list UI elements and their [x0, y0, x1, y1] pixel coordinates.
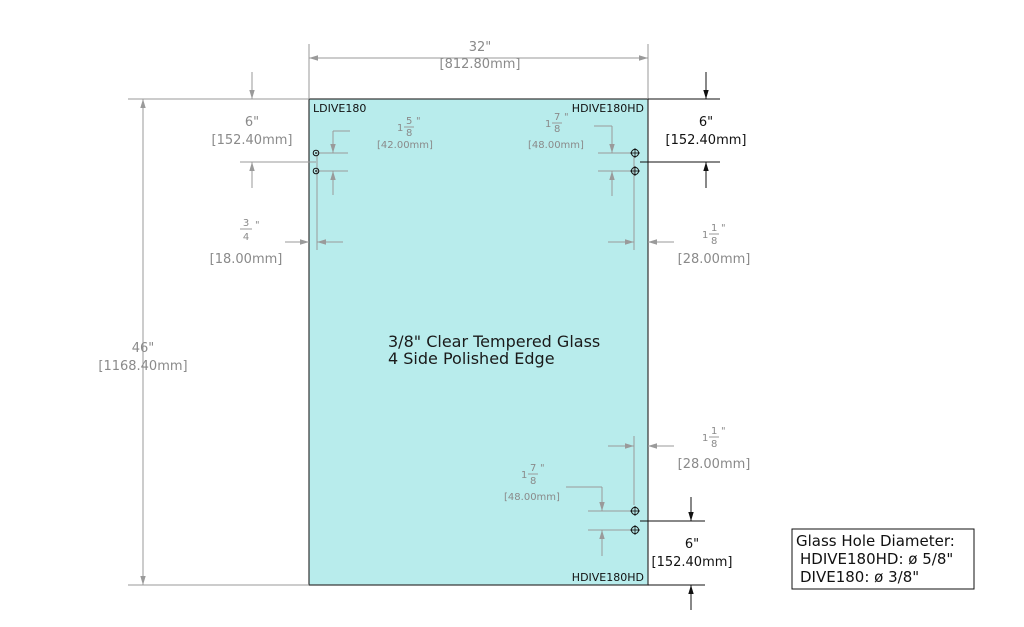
- right-hole-bottom-2: [630, 525, 640, 535]
- left-top-offset-inch: 6": [245, 115, 259, 130]
- hole-diameter-legend: Glass Hole Diameter: HDIVE180HD: ø 5/8" …: [791, 528, 975, 590]
- svg-text:": ": [721, 426, 726, 437]
- left-hole-spacing-mm: [42.00mm]: [377, 140, 433, 151]
- glass-panel: [308, 98, 649, 586]
- right-bottom-offset-inch: 6": [685, 537, 699, 552]
- right-edge-bottom-mm: [28.00mm]: [678, 457, 751, 472]
- svg-text:": ": [564, 112, 569, 123]
- left-hole-top: [312, 149, 320, 157]
- right-top-hole-spacing-whole: 1: [545, 119, 551, 130]
- legend-line1: HDIVE180HD: ø 5/8": [800, 550, 953, 568]
- glass-description-line1: 3/8" Clear Tempered Glass: [388, 332, 600, 351]
- left-edge-mm: [18.00mm]: [210, 252, 283, 267]
- left-hole-spacing-num: 5: [406, 116, 412, 127]
- left-edge-den: 4: [243, 232, 249, 243]
- right-bottom-hole-spacing-mm: [48.00mm]: [504, 492, 560, 503]
- left-hole-spacing-dimension: 1 5 8 " [42.00mm]: [316, 116, 433, 195]
- left-hole-spacing-whole: 1: [397, 123, 403, 134]
- left-edge-num: 3: [243, 218, 249, 229]
- right-bottom-offset-mm: [152.40mm]: [652, 555, 733, 570]
- right-top-offset-dimension: 6" [152.40mm]: [640, 72, 746, 188]
- svg-text:": ": [416, 116, 421, 127]
- label-top-left: LDIVE180: [313, 102, 366, 115]
- legend-line2: DIVE180: ø 3/8": [800, 568, 919, 586]
- right-hole-top-2: [630, 166, 640, 176]
- left-hole-spacing-den: 8: [406, 128, 412, 139]
- height-dimension: 46" [1168.40mm]: [98, 98, 309, 586]
- glass-description-line2: 4 Side Polished Edge: [388, 349, 555, 368]
- width-mm: [812.80mm]: [440, 57, 521, 72]
- legend-title: Glass Hole Diameter:: [796, 532, 955, 550]
- right-top-offset-inch: 6": [699, 115, 713, 130]
- left-edge-dimension: 3 4 " [18.00mm]: [210, 156, 343, 267]
- width-dimension: 32" [812.80mm]: [308, 40, 649, 99]
- label-top-right: HDIVE180HD: [572, 102, 644, 115]
- right-bottom-hole-spacing-dimension: 1 7 8 " [48.00mm]: [504, 463, 640, 556]
- right-edge-bottom-num: 1: [711, 426, 717, 437]
- right-edge-top-num: 1: [711, 223, 717, 234]
- right-edge-top-dimension: 1 1 8 " [28.00mm]: [608, 156, 750, 267]
- right-top-hole-spacing-den: 8: [554, 124, 560, 135]
- svg-text:": ": [721, 223, 726, 234]
- right-bottom-hole-spacing-whole: 1: [521, 470, 527, 481]
- right-bottom-hole-spacing-num: 7: [530, 463, 536, 474]
- right-hole-bottom-1: [630, 506, 640, 516]
- right-bottom-offset-dimension: 6" [152.40mm]: [640, 497, 732, 610]
- right-edge-top-mm: [28.00mm]: [678, 252, 751, 267]
- right-top-offset-mm: [152.40mm]: [666, 133, 747, 148]
- right-top-hole-spacing-num: 7: [554, 112, 560, 123]
- left-top-offset-dimension: 6" [152.40mm]: [212, 72, 316, 188]
- svg-text:": ": [540, 463, 545, 474]
- svg-text:": ": [255, 220, 260, 231]
- label-bottom-right: HDIVE180HD: [572, 571, 644, 584]
- right-edge-bottom-dimension: 1 1 8 " [28.00mm]: [608, 426, 750, 505]
- right-hole-top-1: [630, 148, 640, 158]
- width-inch: 32": [469, 40, 492, 55]
- left-top-offset-mm: [152.40mm]: [212, 133, 293, 148]
- height-inch: 46": [132, 341, 155, 356]
- right-top-hole-spacing-mm: [48.00mm]: [528, 140, 584, 151]
- left-hole-bottom: [312, 167, 320, 175]
- height-mm: [1168.40mm]: [98, 359, 187, 374]
- right-bottom-hole-spacing-den: 8: [530, 476, 536, 487]
- right-edge-bottom-whole: 1: [702, 433, 708, 444]
- right-edge-top-den: 8: [711, 236, 717, 247]
- right-edge-bottom-den: 8: [711, 439, 717, 450]
- right-edge-top-whole: 1: [702, 230, 708, 241]
